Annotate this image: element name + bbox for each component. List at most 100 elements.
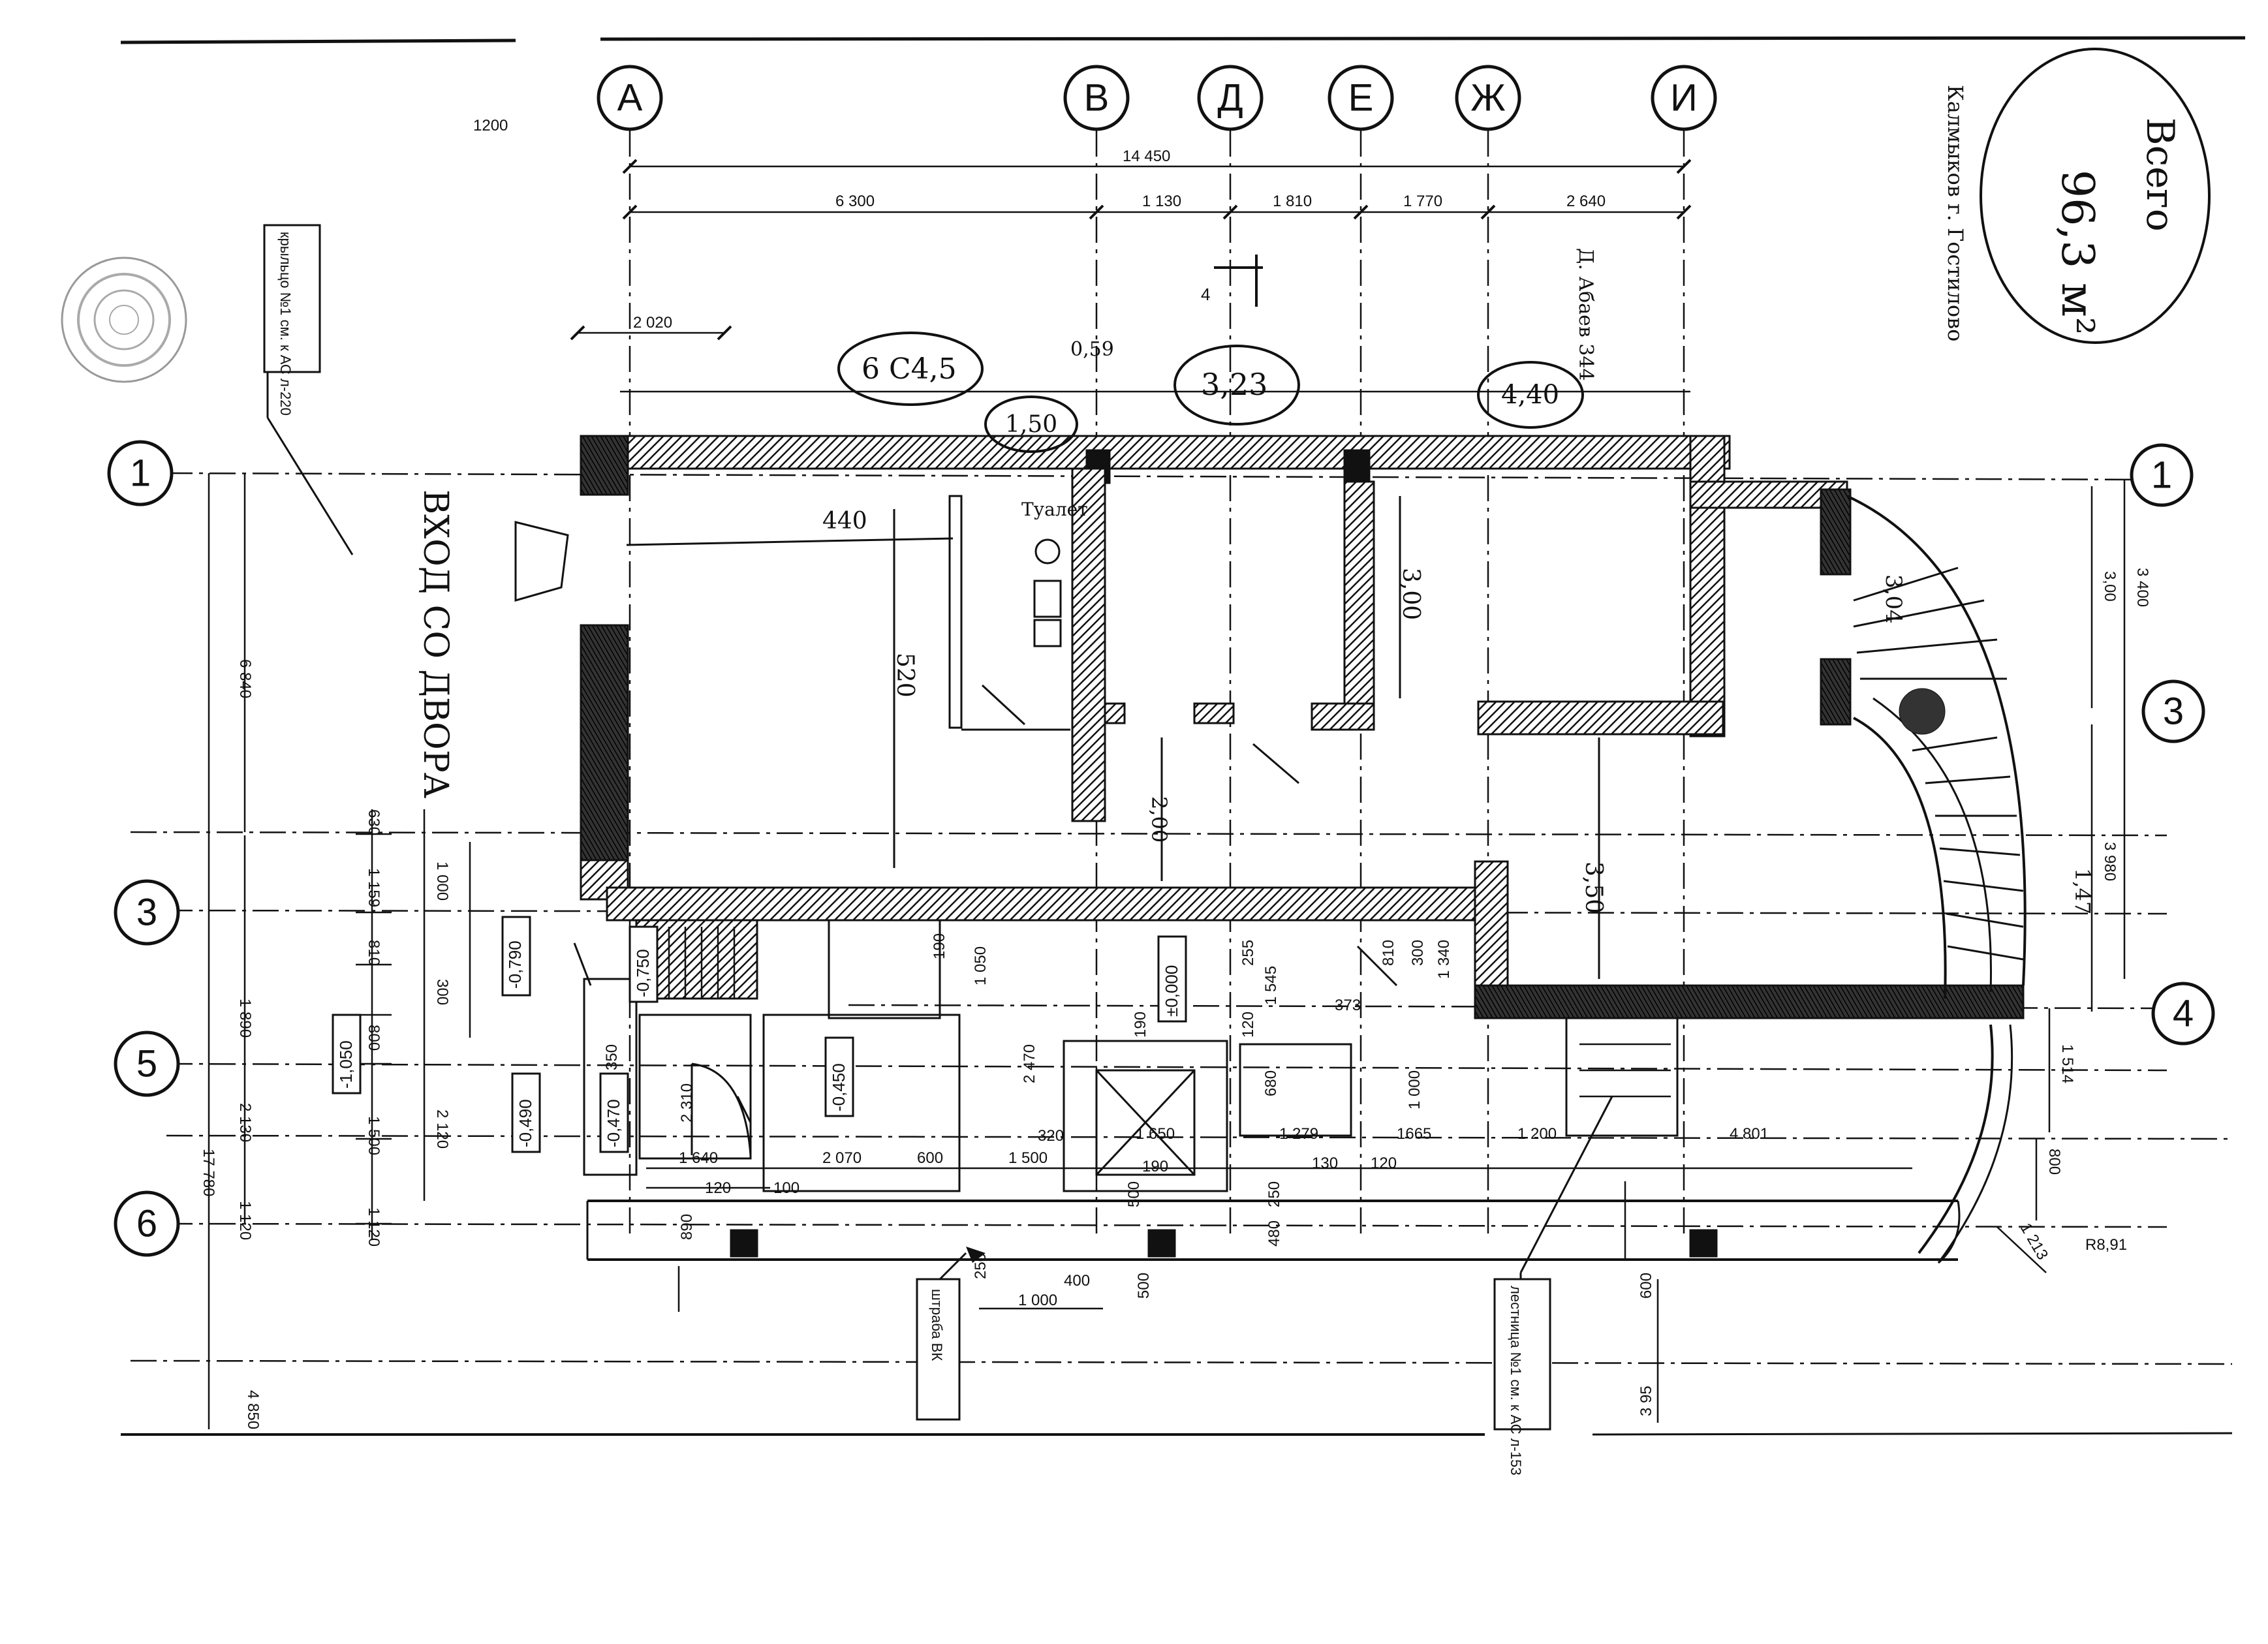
svg-text:3,04: 3,04	[1880, 574, 1906, 624]
svg-text:190: 190	[1132, 1012, 1149, 1038]
handwritten-dimensions: 440 520 3,00 2,00 3,50 3,04 1,47 Туалет …	[626, 338, 2095, 979]
callout-crane: крыльцо №1 см. к АС л-220	[263, 224, 354, 555]
svg-text:3 980: 3 980	[2101, 842, 2119, 881]
svg-text:0,59: 0,59	[1070, 338, 1114, 361]
svg-text:1 890: 1 890	[236, 999, 254, 1038]
svg-text:1 120: 1 120	[365, 1207, 382, 1247]
svg-text:Всего: Всего	[2138, 117, 2183, 232]
svg-text:3: 3	[136, 892, 157, 934]
svg-text:373: 373	[1335, 997, 1361, 1014]
dimension-lines-left	[208, 473, 471, 1429]
svg-text:1 050: 1 050	[972, 946, 989, 985]
svg-text:1,47: 1,47	[2070, 868, 2095, 914]
svg-text:1: 1	[130, 452, 151, 495]
axis-marker-e: Е	[1328, 65, 1394, 131]
svg-text:2 020: 2 020	[633, 314, 672, 332]
svg-text:500: 500	[1125, 1181, 1143, 1207]
walls-outer	[580, 435, 2025, 1019]
svg-text:300: 300	[433, 979, 451, 1005]
svg-text:Д: Д	[1217, 77, 1243, 119]
svg-text:1: 1	[2151, 454, 2172, 497]
svg-text:680: 680	[1262, 1070, 1280, 1096]
svg-text:Е: Е	[1348, 77, 1374, 119]
svg-text:1 213: 1 213	[2017, 1220, 2051, 1264]
level-marks: -0,790 -0,750 -1,050 -0,490 -0,470 -0,45…	[332, 916, 1187, 1153]
svg-text:R8,91: R8,91	[2085, 1236, 2127, 1254]
stamp-smudge	[61, 256, 187, 383]
door-swings	[514, 521, 1398, 987]
svg-text:120: 120	[1239, 1012, 1257, 1038]
svg-text:1 130: 1 130	[1142, 193, 1181, 210]
svg-text:800: 800	[365, 1025, 382, 1051]
svg-text:300: 300	[1409, 940, 1427, 966]
svg-text:4: 4	[1201, 285, 1210, 304]
svg-text:130: 130	[1312, 1155, 1338, 1172]
callout-shaft: штраба ВК	[916, 1247, 986, 1421]
svg-text:120: 120	[1371, 1155, 1397, 1172]
handwritten-vertical: Калмыков г. Гостилово	[1943, 85, 1968, 341]
axis-marker-a: А	[597, 65, 663, 131]
handwritten-circles: 6 С4,5 3,23 4,40 1,50	[837, 332, 1584, 453]
svg-text:-0,490: -0,490	[516, 1099, 535, 1147]
lower-block	[583, 919, 1961, 1264]
axis-marker-right-3: 3	[2141, 679, 2205, 743]
svg-text:14 450: 14 450	[1123, 147, 1170, 165]
svg-text:500: 500	[1135, 1273, 1153, 1299]
svg-text:1 650: 1 650	[1136, 1125, 1175, 1143]
curved-stair-wall	[1846, 495, 2027, 1264]
svg-text:600: 600	[917, 1149, 943, 1167]
axis-marker-1: 1	[107, 440, 174, 506]
handwritten-total: Всего 96,3 м²	[1980, 48, 2211, 344]
axis-marker-right-1: 1	[2130, 443, 2194, 507]
svg-text:1 500: 1 500	[365, 1116, 382, 1155]
axis-marker-d: Д	[1197, 65, 1264, 131]
svg-text:96,3 м²: 96,3 м²	[2051, 170, 2103, 335]
svg-text:А: А	[617, 77, 643, 119]
section-marker: 4	[1201, 255, 1263, 307]
svg-text:4: 4	[2173, 993, 2194, 1035]
svg-text:1 120: 1 120	[236, 1201, 254, 1240]
level-mark: -0,750	[629, 925, 659, 1003]
svg-text:1 770: 1 770	[1403, 193, 1442, 210]
svg-text:1 500: 1 500	[1008, 1149, 1048, 1167]
svg-text:3,23: 3,23	[1201, 367, 1267, 402]
dimension-lines-bottom	[646, 1167, 1912, 1423]
svg-text:810: 810	[365, 940, 382, 966]
dimension-labels-top: 14 450 6 300 1 130 1 810 1 770 2 640 120…	[473, 117, 1606, 332]
toilet-fixtures	[981, 538, 1062, 726]
svg-text:Д. Абаев 344: Д. Абаев 344	[1574, 248, 1597, 381]
vertical-note: Д. Абаев 344	[1574, 248, 1597, 381]
svg-text:630: 630	[365, 809, 382, 835]
level-mark: -0,470	[599, 1072, 629, 1153]
axis-marker-i: И	[1651, 65, 1717, 131]
svg-text:1 640: 1 640	[679, 1149, 718, 1167]
svg-text:250: 250	[1266, 1181, 1283, 1207]
svg-text:3 95: 3 95	[1638, 1386, 1655, 1416]
svg-text:крыльцо №1 см. к АС л-220: крыльцо №1 см. к АС л-220	[277, 232, 294, 416]
svg-text:6 840: 6 840	[236, 659, 254, 698]
svg-text:600: 600	[1638, 1273, 1655, 1299]
dimension-labels-inner: 190 1 050 2 470 2 310 350 255 1 545 120 …	[603, 933, 1453, 1207]
dimension-labels-bottom: 1 640 2 070 600 1 500 1 650 1 279 1665 1…	[678, 1125, 1769, 1416]
svg-text:Калмыков г. Гостилово: Калмыков г. Гостилово	[1943, 85, 1968, 341]
svg-text:-1,050: -1,050	[336, 1040, 356, 1089]
svg-text:120: 120	[705, 1179, 731, 1197]
svg-text:Туалет: Туалет	[1021, 499, 1088, 520]
svg-text:3: 3	[2163, 690, 2184, 733]
axis-marker-right-4: 4	[2151, 982, 2215, 1046]
svg-text:3,00: 3,00	[1397, 568, 1424, 620]
svg-text:2 070: 2 070	[822, 1149, 862, 1167]
entrance-label: ВХОД СО ДВОРА	[416, 489, 455, 798]
svg-text:6 С4,5: 6 С4,5	[862, 352, 957, 386]
svg-text:1200: 1200	[473, 117, 508, 134]
svg-text:1 200: 1 200	[1517, 1125, 1557, 1143]
svg-text:2 310: 2 310	[678, 1083, 696, 1123]
svg-text:1665: 1665	[1397, 1125, 1431, 1143]
axis-marker-6: 6	[114, 1190, 180, 1257]
svg-text:255: 255	[1239, 940, 1257, 966]
grid-number-markers-right: 1 3 4	[2130, 443, 2215, 1046]
axis-marker-3: 3	[114, 879, 180, 946]
svg-text:1 159: 1 159	[365, 868, 382, 907]
svg-text:3,50: 3,50	[1580, 861, 1607, 914]
